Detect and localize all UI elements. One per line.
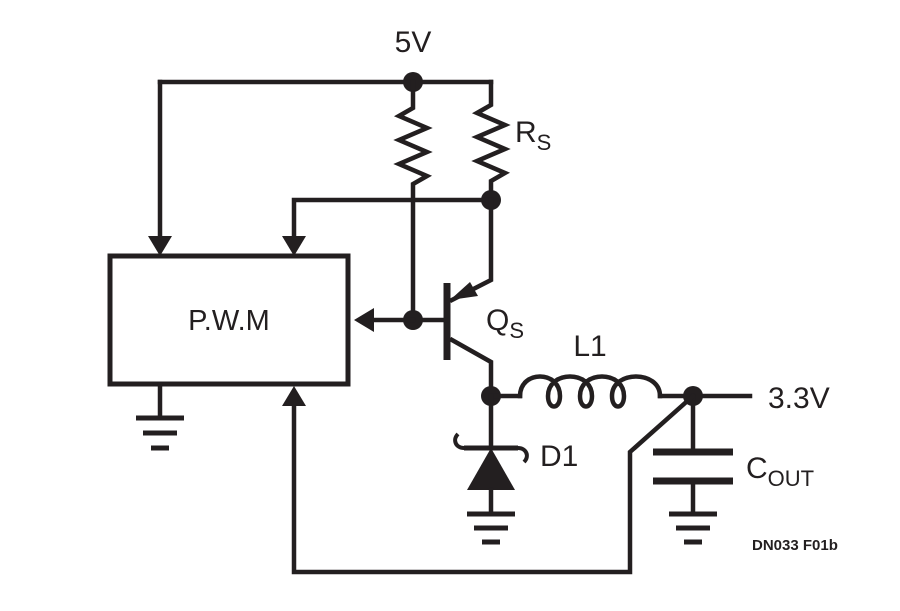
- voltage-feedback-arrow: [282, 386, 306, 406]
- output-voltage-label: 3.3V: [768, 382, 830, 415]
- figure-id: DN033 F01b: [752, 537, 838, 554]
- pwm-drive-arrow: [354, 308, 374, 332]
- inductor: L1: [488, 330, 753, 409]
- diode-triangle: [467, 448, 515, 490]
- output-capacitor: COUT: [653, 393, 814, 545]
- output-node: 3.3V: [683, 382, 830, 415]
- pwm-block: P.W.M: [107, 253, 351, 387]
- cout-label: COUT: [746, 452, 814, 491]
- bias-resistor: [393, 79, 433, 323]
- voltage-feedback-wire: [282, 386, 697, 575]
- current-sense-wire: [282, 197, 494, 256]
- emitter-arrow: [450, 282, 478, 300]
- sense-resistor: RS: [471, 79, 551, 210]
- rs-label: RS: [515, 116, 551, 155]
- current-sense-arrow: [282, 236, 306, 256]
- supply-rail: 5V: [148, 26, 494, 256]
- pwm-drive-wire: [354, 308, 416, 332]
- pwm-label: P.W.M: [188, 305, 270, 337]
- collector-lead: [448, 336, 494, 399]
- diode-label: D1: [540, 440, 578, 473]
- qs-label: QS: [486, 304, 524, 343]
- inductor-label: L1: [573, 330, 606, 363]
- pass-transistor: QS: [403, 197, 524, 399]
- supply-sense-arrow: [148, 236, 172, 256]
- supply-voltage-label: 5V: [395, 26, 432, 59]
- catch-diode: D1: [453, 393, 578, 545]
- pwm-ground: [136, 381, 184, 451]
